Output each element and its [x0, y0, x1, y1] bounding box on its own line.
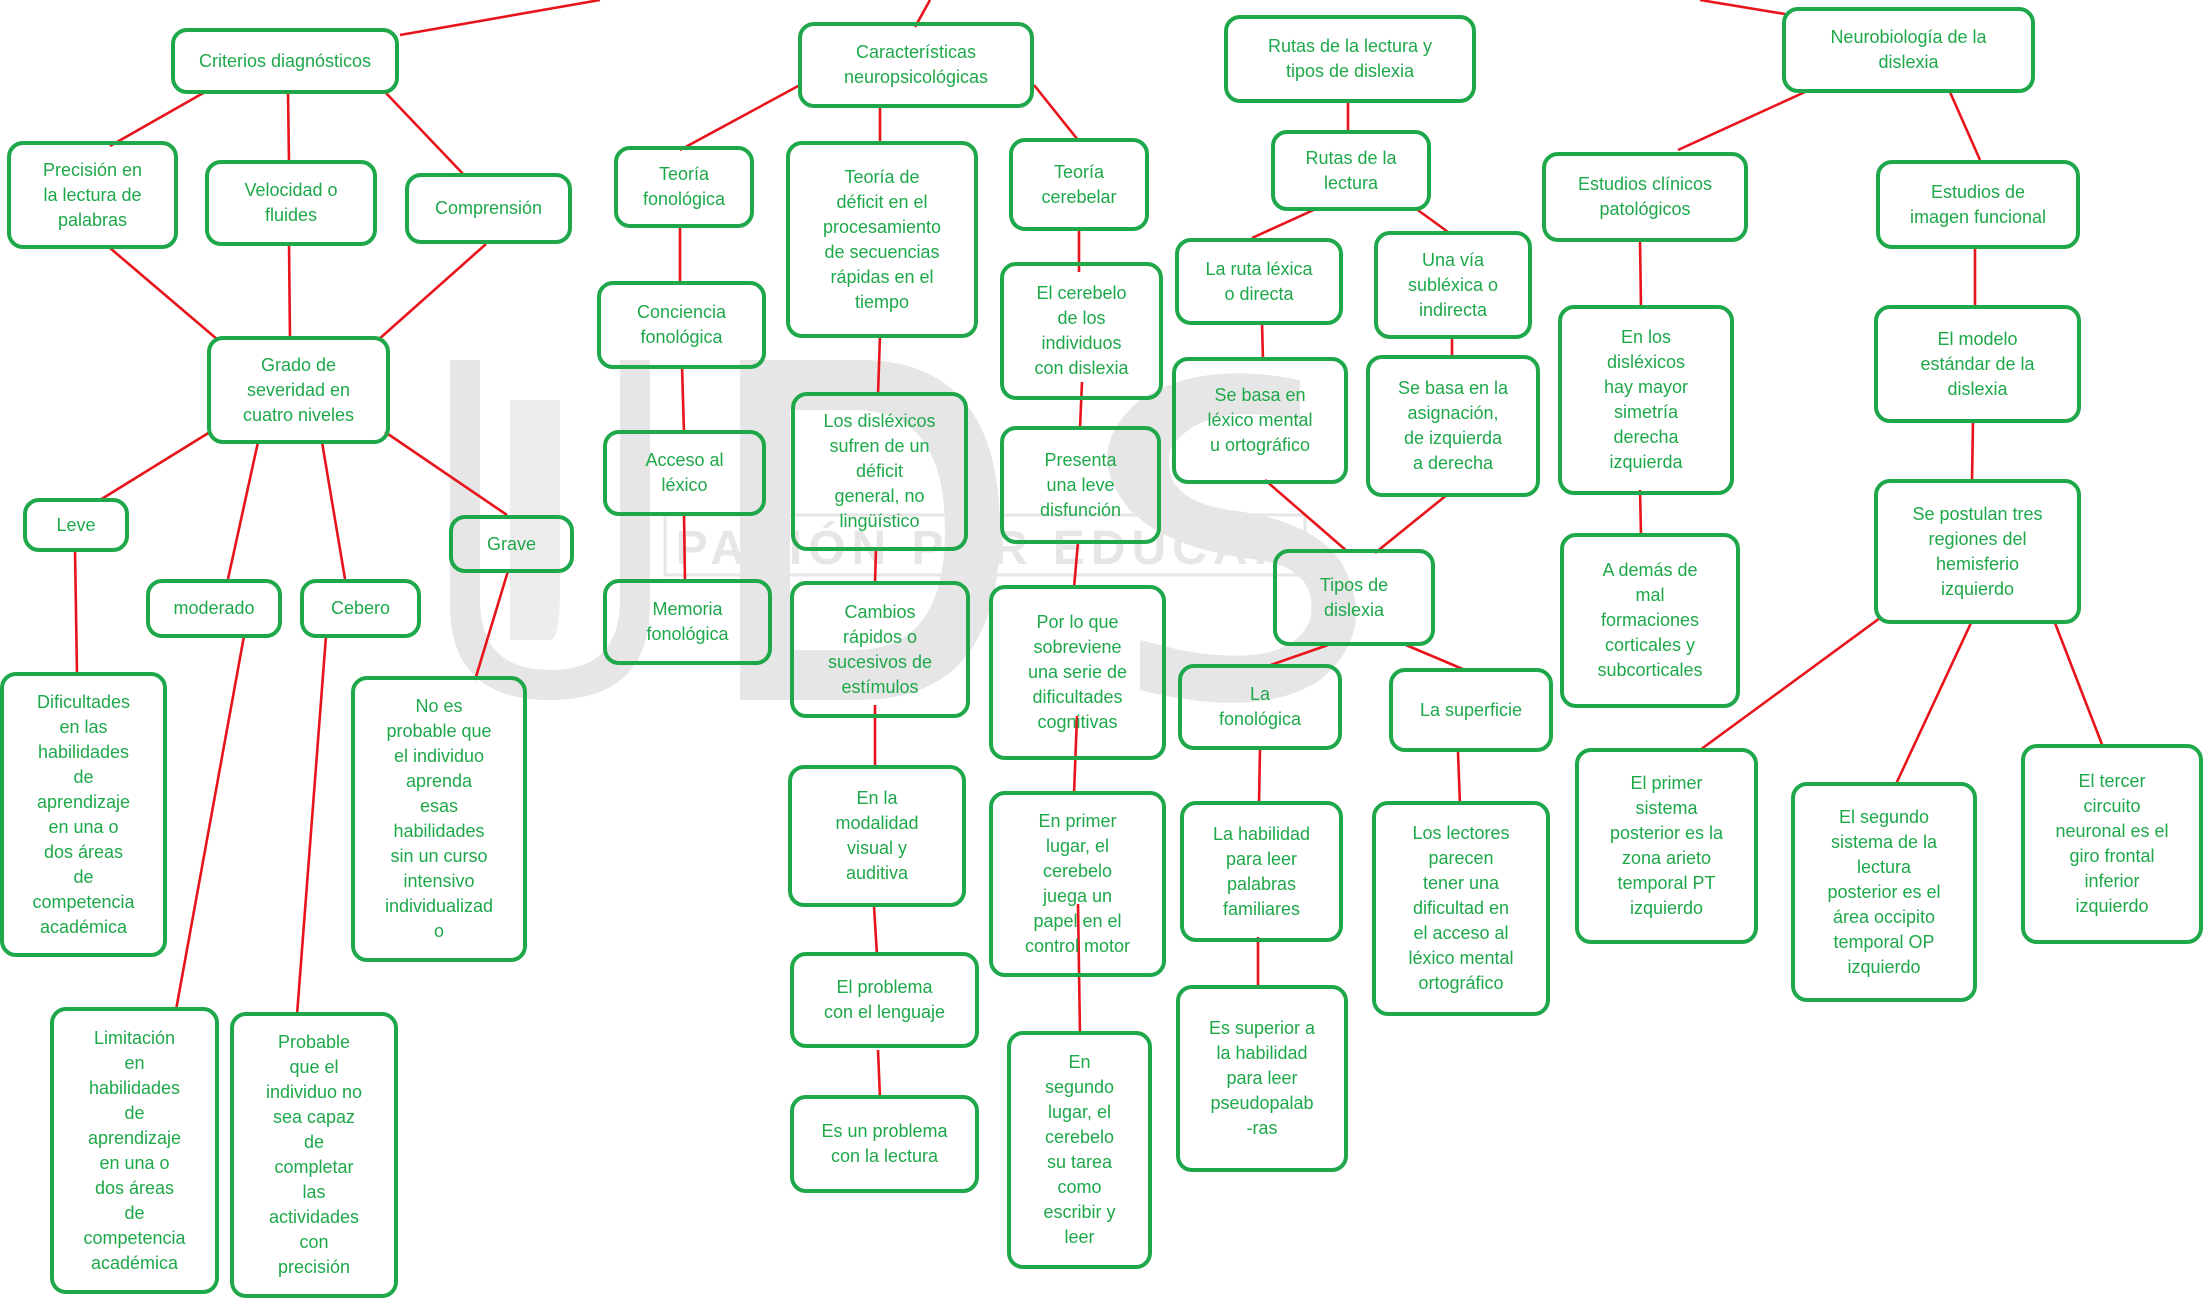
- node-leve: Leve: [23, 498, 129, 552]
- node-teoria-fonologica: Teoría fonológica: [614, 146, 754, 228]
- node-precision-lectura: Precisión en la lectura de palabras: [7, 141, 178, 249]
- node-dislexia-superficie: La superficie: [1389, 668, 1553, 752]
- node-criterios-diagnosticos: Criterios diagnósticos: [171, 28, 399, 94]
- node-teoria-deficit: Teoría de déficit en el procesamiento de…: [786, 141, 978, 338]
- node-superior-pseudopalabras: Es superior a la habilidad para leer pse…: [1176, 985, 1348, 1172]
- node-tipos-dislexia: Tipos de dislexia: [1273, 549, 1435, 646]
- node-primer-sistema: El primer sistema posterior es la zona a…: [1575, 748, 1758, 944]
- node-neurobiologia-dislexia: Neurobiología de la dislexia: [1782, 7, 2035, 93]
- node-tercer-circuito: El tercer circuito neuronal es el giro f…: [2021, 744, 2203, 944]
- node-grave-descripcion: No es probable que el individuo aprenda …: [351, 676, 527, 962]
- node-modelo-estandar: El modelo estándar de la dislexia: [1874, 305, 2081, 423]
- node-acceso-lexico: Acceso al léxico: [603, 430, 766, 516]
- node-malformaciones: A demás de mal formaciones corticales y …: [1560, 533, 1740, 708]
- node-modalidad-visual-auditiva: En la modalidad visual y auditiva: [788, 765, 966, 907]
- node-segundo-sistema: El segundo sistema de la lectura posteri…: [1791, 782, 1977, 1002]
- node-cebero: Cebero: [300, 579, 421, 638]
- node-via-sublexica: Una vía subléxica o indirecta: [1374, 231, 1532, 339]
- node-velocidad-fluidez: Velocidad o fluides: [205, 160, 377, 246]
- node-lexico-mental: Se basa en léxico mental u ortográfico: [1172, 357, 1348, 484]
- node-dificultades-cognitivas: Por lo que sobreviene una serie de dific…: [989, 585, 1166, 760]
- node-grave: Grave: [449, 515, 574, 573]
- node-cambios-rapidos: Cambios rápidos o sucesivos de estímulos: [790, 581, 970, 718]
- node-ruta-lexica: La ruta léxica o directa: [1175, 238, 1343, 325]
- node-primer-lugar-cerebelo: En primer lugar, el cerebelo juega un pa…: [989, 791, 1166, 977]
- node-teoria-cerebelar: Teoría cerebelar: [1009, 138, 1149, 231]
- node-leve-descripcion: Dificultades en las habilidades de apren…: [0, 672, 167, 957]
- node-cebero-descripcion: Probable que el individuo no sea capaz d…: [230, 1012, 398, 1298]
- node-grado-severidad: Grado de severidad en cuatro niveles: [207, 336, 390, 444]
- node-tres-regiones: Se postulan tres regiones del hemisferio…: [1874, 479, 2081, 624]
- node-memoria-fonologica: Memoria fonológica: [603, 579, 772, 665]
- node-caracteristicas-neuropsicologicas: Características neuropsicológicas: [798, 22, 1034, 108]
- node-dislexicos-deficit-general: Los disléxicos sufren de un déficit gene…: [791, 392, 968, 551]
- node-cerebelo-individuos: El cerebelo de los individuos con dislex…: [1000, 262, 1163, 400]
- node-comprension: Comprensión: [405, 173, 572, 244]
- node-segundo-lugar-cerebelo: En segundo lugar, el cerebelo su tarea c…: [1007, 1031, 1152, 1269]
- node-rutas-tipos-dislexia: Rutas de la lectura y tipos de dislexia: [1224, 15, 1476, 103]
- node-moderado: moderado: [146, 579, 282, 638]
- node-estudios-imagen: Estudios de imagen funcional: [1876, 160, 2080, 249]
- node-habilidad-palabras-familiares: La habilidad para leer palabras familiar…: [1180, 801, 1343, 942]
- node-conciencia-fonologica: Conciencia fonológica: [597, 281, 766, 369]
- node-estudios-clinicos: Estudios clínicos patológicos: [1542, 152, 1748, 242]
- node-presenta-disfuncion: Presenta una leve disfunción: [1000, 426, 1161, 544]
- node-lectores-dificultad: Los lectores parecen tener una dificulta…: [1372, 801, 1550, 1016]
- node-moderado-descripcion: Limitación en habilidades de aprendizaje…: [50, 1007, 219, 1294]
- node-problema-lenguaje: El problema con el lenguaje: [790, 952, 979, 1048]
- node-asignacion-izquierda-derecha: Se basa en la asignación, de izquierda a…: [1366, 355, 1540, 497]
- node-simetria-derecha-izquierda: En los disléxicos hay mayor simetría der…: [1558, 305, 1734, 495]
- node-dislexia-fonologica: La fonológica: [1178, 664, 1342, 750]
- node-rutas-lectura: Rutas de la lectura: [1271, 130, 1431, 211]
- node-problema-lectura: Es un problema con la lectura: [790, 1095, 979, 1193]
